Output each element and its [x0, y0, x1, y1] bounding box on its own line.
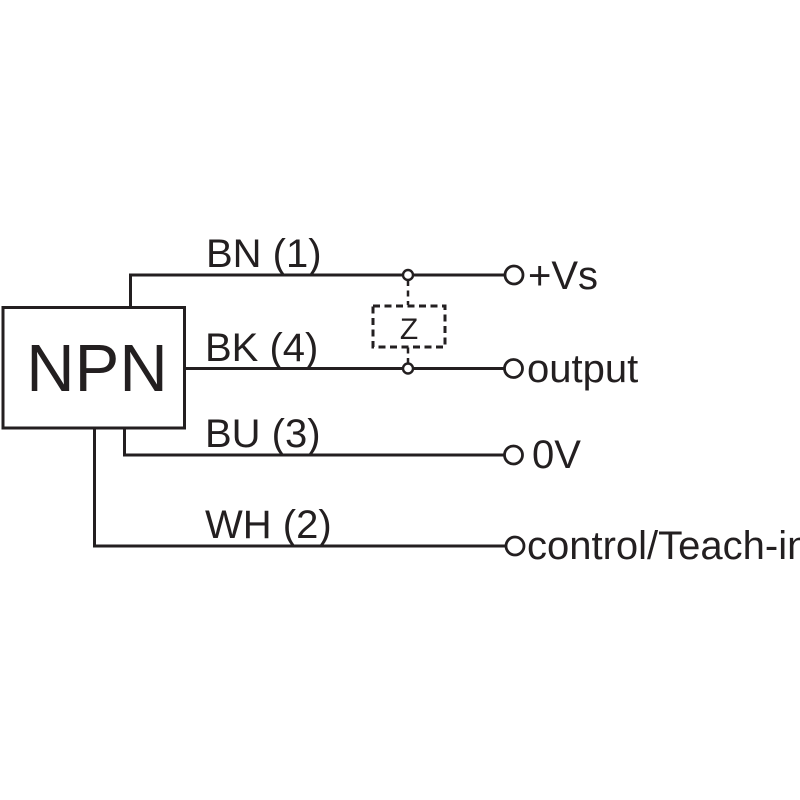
terminal-label-vs: +Vs — [528, 254, 598, 298]
wire-wh — [93, 428, 506, 548]
junction-node-bk — [401, 362, 415, 375]
wire-label-wh: WH (2) — [205, 503, 332, 547]
load-box — [371, 304, 447, 349]
wire-bu — [123, 428, 505, 457]
junction-node-bn — [401, 268, 415, 282]
wire-label-bn: BN (1) — [206, 232, 322, 276]
wire-label-bu: BU (3) — [205, 412, 321, 456]
terminal-label-output: output — [527, 347, 638, 391]
device-box — [1, 306, 186, 430]
terminal-node-0v — [503, 444, 524, 466]
terminal-node-vs — [503, 264, 525, 286]
wire-label-bk: BK (4) — [205, 326, 318, 370]
wire-bn — [129, 273, 505, 307]
device-label: NPN — [26, 331, 167, 406]
terminal-node-output — [503, 358, 524, 379]
terminal-label-control: control/Teach-in — [527, 524, 800, 568]
terminal-label-0v: 0V — [532, 433, 581, 477]
terminal-node-control — [504, 535, 526, 557]
load-label: Z — [400, 313, 418, 346]
